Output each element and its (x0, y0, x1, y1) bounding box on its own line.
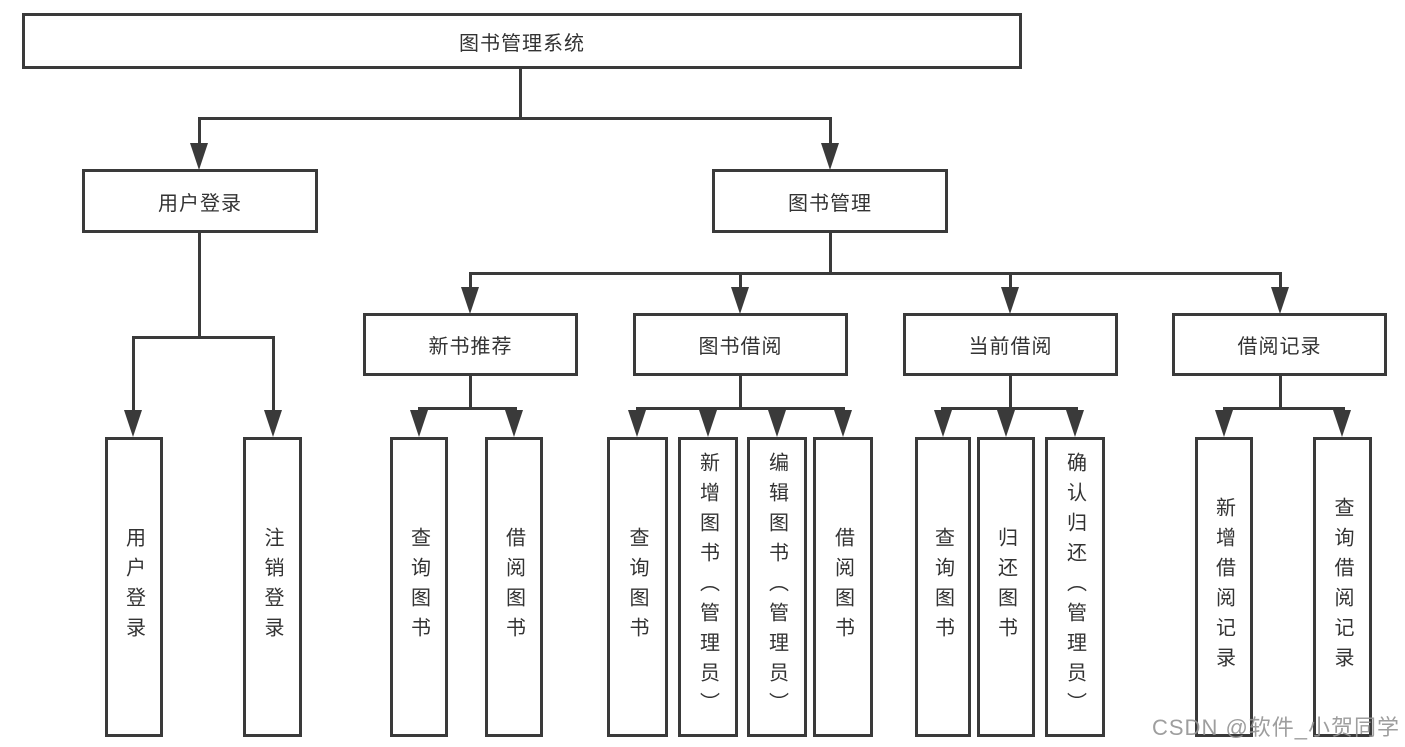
connector-line (272, 336, 275, 412)
connector-line (1009, 374, 1012, 409)
arrowhead-down-icon (834, 410, 852, 437)
leaf-edit-books-admin: 编辑图书（管理员） (747, 437, 807, 737)
arrowhead-down-icon (1215, 410, 1233, 437)
leaf-add-borrow-record: 新增借阅记录 (1195, 437, 1253, 737)
leaf-label: 新增借阅记录 (1212, 497, 1235, 677)
arrowhead-down-icon (628, 410, 646, 437)
leaf-query-books: 查询图书 (390, 437, 448, 737)
leaf-label: 查询图书 (626, 527, 648, 647)
arrowhead-down-icon (731, 287, 749, 314)
leaf-label: 借阅图书 (502, 527, 525, 647)
leaf-label: 查询借阅记录 (1331, 497, 1353, 677)
node-book-management: 图书管理 (712, 169, 948, 233)
node-borrowing-records: 借阅记录 (1172, 313, 1387, 376)
connector-line (636, 407, 845, 410)
connector-line (1279, 374, 1282, 409)
connector-line (469, 374, 472, 409)
arrowhead-down-icon (410, 410, 428, 437)
connector-line (1223, 407, 1345, 410)
arrowhead-down-icon (1271, 287, 1289, 314)
connector-line (941, 407, 1078, 410)
leaf-add-books-admin: 新增图书（管理员） (678, 437, 738, 737)
connector-line (739, 272, 742, 289)
csdn-watermark: CSDN @软件_小贺同学 (1152, 715, 1401, 740)
leaf-logout: 注销登录 (243, 437, 302, 737)
leaf-label: 注销登录 (261, 527, 283, 647)
leaf-label: 归还图书 (994, 527, 1017, 647)
arrowhead-down-icon (190, 143, 208, 170)
leaf-label: 用户登录 (122, 527, 145, 647)
arrowhead-down-icon (821, 143, 839, 170)
connector-line (739, 374, 742, 409)
connector-line (198, 231, 201, 338)
node-new-book-recommend: 新书推荐 (363, 313, 578, 376)
node-user-login: 用户登录 (82, 169, 318, 233)
connector-line (1009, 272, 1012, 289)
arrowhead-down-icon (934, 410, 952, 437)
leaf-label: 查询图书 (931, 527, 954, 647)
arrowhead-down-icon (461, 287, 479, 314)
node-current-borrowing: 当前借阅 (903, 313, 1118, 376)
leaf-query-books: 查询图书 (915, 437, 971, 737)
arrowhead-down-icon (699, 410, 717, 437)
leaf-user-login: 用户登录 (105, 437, 163, 737)
leaf-query-borrow-record: 查询借阅记录 (1313, 437, 1372, 737)
leaf-label: 确认归还（管理员） (1063, 452, 1086, 722)
leaf-label: 新增图书（管理员） (696, 452, 719, 722)
connector-line (829, 231, 832, 275)
leaf-label: 查询图书 (407, 527, 430, 647)
arrowhead-down-icon (505, 410, 523, 437)
arrowhead-down-icon (768, 410, 786, 437)
leaf-borrow-books: 借阅图书 (485, 437, 543, 737)
leaf-borrow-books: 借阅图书 (813, 437, 873, 737)
arrowhead-down-icon (1066, 410, 1084, 437)
node-library-management-system: 图书管理系统 (22, 13, 1022, 69)
leaf-label: 编辑图书（管理员） (765, 452, 788, 722)
connector-line (132, 336, 135, 412)
connector-line (829, 117, 832, 145)
connector-line (132, 336, 275, 339)
leaf-label: 借阅图书 (831, 527, 854, 647)
arrowhead-down-icon (1001, 287, 1019, 314)
arrowhead-down-icon (124, 410, 142, 437)
connector-line (1279, 272, 1282, 289)
arrowhead-down-icon (264, 410, 282, 437)
connector-line (198, 117, 201, 145)
connector-line (469, 272, 1282, 275)
connector-line (469, 272, 472, 289)
leaf-confirm-return-admin: 确认归还（管理员） (1045, 437, 1105, 737)
leaf-query-books: 查询图书 (607, 437, 668, 737)
connector-line (519, 66, 522, 118)
arrowhead-down-icon (997, 410, 1015, 437)
connector-line (418, 407, 517, 410)
arrowhead-down-icon (1333, 410, 1351, 437)
leaf-return-books: 归还图书 (977, 437, 1035, 737)
connector-line (198, 117, 832, 120)
node-book-borrowing: 图书借阅 (633, 313, 848, 376)
